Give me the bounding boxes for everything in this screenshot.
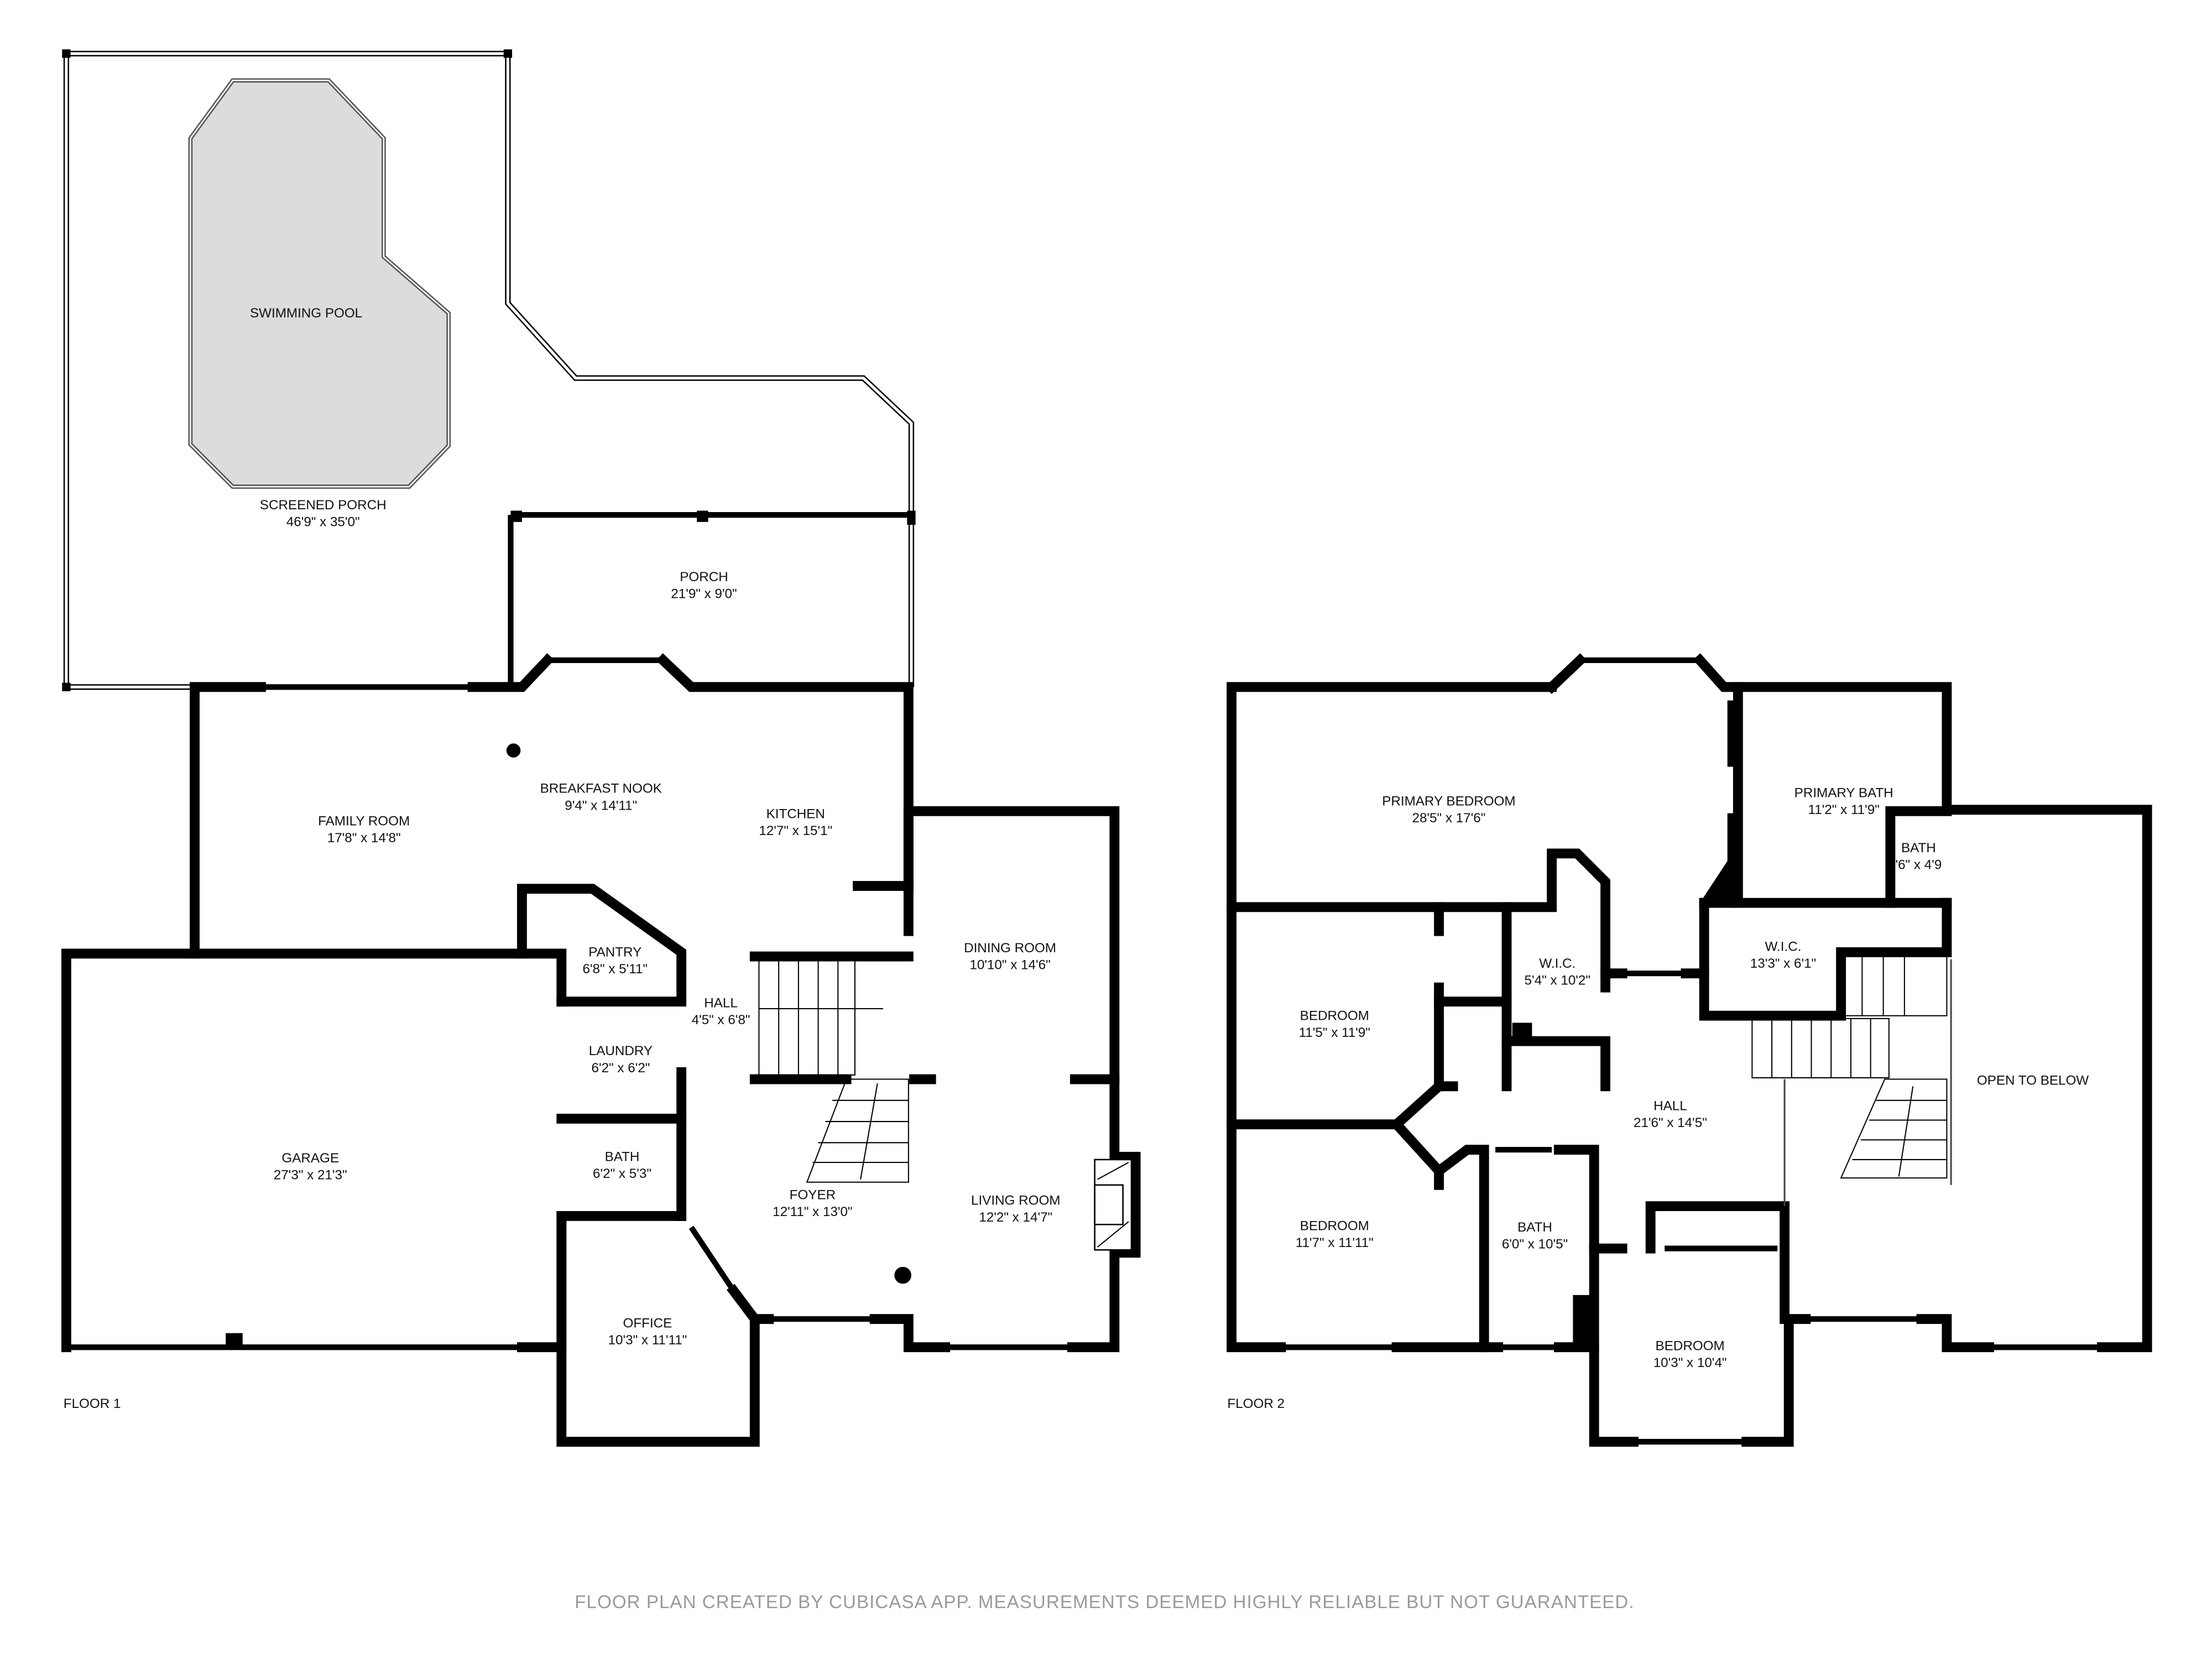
- room-name: OFFICE: [623, 1316, 672, 1331]
- room-name: HALL: [704, 995, 738, 1010]
- room-size: 10'10" x 14'6": [969, 958, 1050, 973]
- room-size: 21'6" x 14'5": [1634, 1115, 1707, 1130]
- room-name: PRIMARY BATH: [1794, 785, 1893, 800]
- stairs-floor-2: [1751, 953, 1948, 1179]
- room-name: BREAKFAST NOOK: [540, 781, 662, 796]
- room-size: 11'2" x 11'9": [1808, 802, 1880, 817]
- room-size: 4'5" x 6'8": [692, 1013, 750, 1027]
- porch-walls: [508, 510, 909, 687]
- room-name: SCREENED PORCH: [260, 498, 387, 513]
- room-name: BATH: [1901, 841, 1936, 855]
- room-name: LAUNDRY: [589, 1044, 653, 1058]
- room-name: PORCH: [680, 570, 728, 585]
- room-size: 10'3" x 10'4": [1653, 1355, 1727, 1370]
- room-name: FAMILY ROOM: [318, 813, 410, 828]
- floor-2-labels: PRIMARY BEDROOM 28'5" x 17'6" PRIMARY BA…: [1227, 785, 2089, 1411]
- room-size: 17'8" x 14'8": [327, 831, 401, 846]
- room-size: 12'11" x 13'0": [773, 1204, 853, 1219]
- floor-1-walls: [61, 653, 1141, 1447]
- room-size: '6" x 4'9: [1895, 857, 1942, 872]
- room-size: 21'9" x 9'0": [671, 587, 737, 602]
- floor-1-plan: SWIMMING POOL SCREENED PORCH 46'9" x 35'…: [61, 49, 1141, 1447]
- swimming-pool: [188, 78, 451, 489]
- floor-2-label: FLOOR 2: [1227, 1396, 1285, 1411]
- fireplace: [1094, 1159, 1133, 1251]
- room-size: 10'3" x 11'11": [608, 1333, 687, 1348]
- room-name: FOYER: [790, 1187, 836, 1202]
- room-name: W.I.C.: [1765, 939, 1802, 954]
- room-size: 6'2" x 5'3": [593, 1166, 651, 1181]
- room-size: 6'2" x 6'2": [592, 1061, 650, 1076]
- room-size: 9'4" x 14'11": [565, 798, 637, 813]
- room-size: 27'3" x 21'3": [274, 1168, 347, 1183]
- floor-1-label: FLOOR 1: [64, 1396, 121, 1411]
- floor-2-plan: PRIMARY BEDROOM 28'5" x 17'6" PRIMARY BA…: [1227, 653, 2152, 1447]
- room-size: 28'5" x 17'6": [1412, 811, 1485, 826]
- floor-1-labels: SWIMMING POOL SCREENED PORCH 46'9" x 35'…: [64, 306, 1061, 1411]
- room-name: PRIMARY BEDROOM: [1382, 794, 1515, 809]
- room-name: HALL: [1653, 1099, 1687, 1114]
- room-size: 6'0" x 10'5": [1502, 1237, 1568, 1252]
- room-name: KITCHEN: [766, 807, 825, 822]
- room-name: PANTRY: [588, 945, 641, 960]
- room-size: 11'7" x 11'11": [1296, 1235, 1374, 1250]
- floor-2-walls: [1227, 653, 2152, 1447]
- room-name: BEDROOM: [1656, 1338, 1725, 1353]
- room-name: GARAGE: [281, 1151, 339, 1166]
- room-size: 5'4" x 10'2": [1525, 973, 1590, 988]
- room-size: 6'8" x 5'11": [582, 962, 648, 977]
- room-name: DINING ROOM: [964, 941, 1056, 956]
- room-size: 11'5" x 11'9": [1299, 1025, 1370, 1040]
- room-size: 13'3" x 6'1": [1750, 956, 1816, 971]
- room-name: W.I.C.: [1539, 956, 1575, 971]
- room-name: BEDROOM: [1300, 1008, 1369, 1023]
- room-size: 12'2" x 14'7": [979, 1210, 1052, 1225]
- room-name: LIVING ROOM: [971, 1193, 1060, 1208]
- room-size: 12'7" x 15'1": [759, 823, 832, 838]
- room-name: OPEN TO BELOW: [1977, 1073, 2089, 1088]
- room-name: SWIMMING POOL: [250, 306, 362, 321]
- room-size: 46'9" x 35'0": [286, 515, 360, 530]
- screened-porch-walls: [62, 49, 916, 691]
- room-name: BEDROOM: [1300, 1218, 1369, 1233]
- room-name: BATH: [1517, 1220, 1552, 1235]
- disclaimer-footer: FLOOR PLAN CREATED BY CUBICASA APP. MEAS…: [575, 1592, 1634, 1613]
- room-name: BATH: [605, 1149, 640, 1164]
- stairs-floor-1: [758, 958, 909, 1183]
